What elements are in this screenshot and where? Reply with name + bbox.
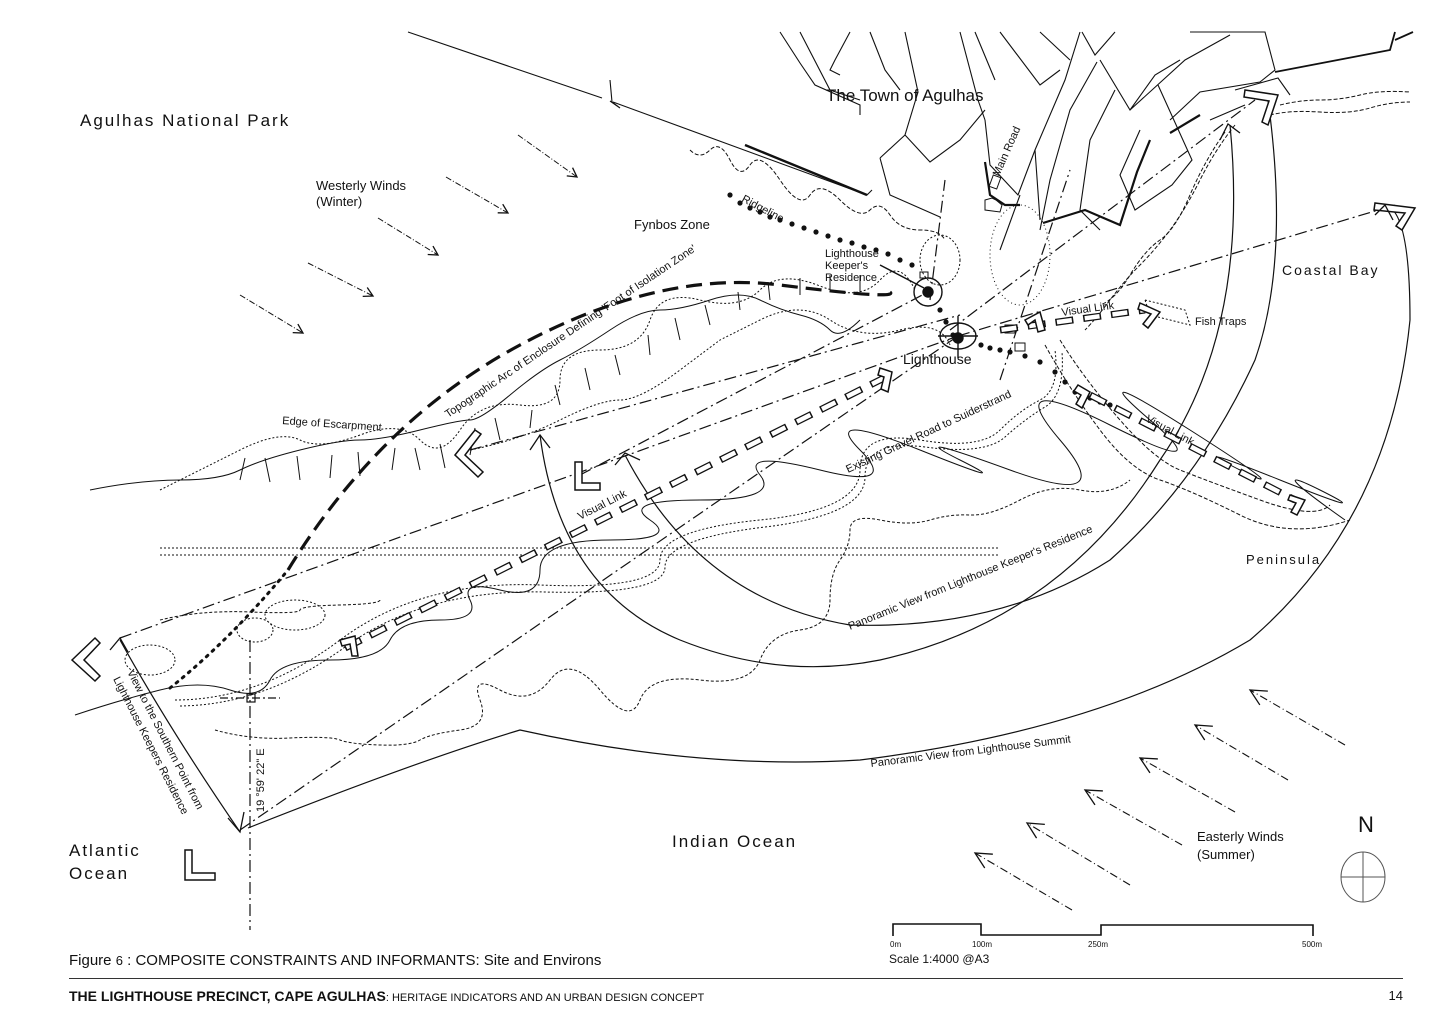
label-town: The Town of Agulhas	[826, 86, 984, 105]
footer-divider	[69, 978, 1403, 979]
label-westerly-winds: Westerly Winds	[316, 178, 407, 193]
visual-links	[343, 306, 1297, 652]
southern-view-line	[119, 639, 241, 833]
label-main-road: Main Road	[991, 125, 1024, 178]
chevron-visuallink-arrow-icon	[339, 635, 359, 657]
scale-tick-250: 250m	[1088, 940, 1108, 949]
label-fynbos: Fynbos Zone	[634, 217, 710, 232]
lower-contours	[159, 479, 1131, 746]
label-easterly-winds: Easterly Winds	[1197, 829, 1284, 844]
label-atlantic-1: Atlantic	[69, 841, 141, 860]
label-fish-traps: Fish Traps	[1195, 316, 1247, 328]
chevron-e-arrow-icon	[1373, 202, 1417, 232]
label-panoramic-keeper: Panoramic View from Lighthouse Keeper's …	[847, 523, 1095, 632]
escarpment-edge	[159, 270, 1063, 707]
figure-number: 6	[115, 953, 123, 968]
label-national-park: Agulhas National Park	[80, 111, 290, 130]
label-visual-link-peninsula: Visual Link	[1144, 413, 1197, 449]
label-panoramic-summit: Panoramic View from Lighthouse Summit	[870, 734, 1072, 770]
visual-links-inner	[343, 307, 1297, 651]
chevron-se-arrow-icon	[1072, 383, 1091, 410]
label-atlantic-2: Ocean	[69, 864, 129, 883]
label-keeper-2: Keeper's	[825, 260, 869, 272]
view-lines	[119, 99, 1396, 930]
chevron-arrows	[70, 89, 1417, 881]
escarpment-hatching	[239, 275, 861, 483]
scale-bar	[892, 923, 1314, 936]
westerly-wind-arrows	[239, 134, 579, 334]
easterly-wind-arrows	[973, 689, 1346, 911]
north-arrow-compass-icon: N	[1340, 812, 1386, 903]
figure-caption: Figure 6 : COMPOSITE CONSTRAINTS AND INF…	[69, 952, 601, 969]
label-coastal-bay: Coastal Bay	[1282, 262, 1379, 278]
scale-tick-500: 500m	[1302, 940, 1322, 949]
main-road	[983, 114, 1201, 227]
document-title-main: THE LIGHTHOUSE PRECINCT, CAPE AGULHAS	[69, 988, 386, 1004]
label-westerly-winter: (Winter)	[316, 194, 362, 209]
islands	[124, 204, 1191, 676]
label-southern-view-1: View to the Southern Point from	[124, 668, 205, 812]
chevron-sw-arrow-icon	[70, 636, 102, 683]
chevron-ne2-arrow-icon	[1243, 89, 1279, 127]
label-north: N	[1358, 812, 1374, 837]
topographic-arc	[168, 280, 893, 690]
label-indian-ocean: Indian Ocean	[672, 832, 797, 851]
chevron-lighthouse-arrow-icon	[1023, 310, 1046, 333]
label-topographic-arc: Topographic Arc of Enclosure Defining 'F…	[443, 243, 699, 421]
panoramic-arcs	[247, 99, 1411, 829]
document-subtitle: : HERITAGE INDICATORS AND AN URBAN DESIG…	[385, 992, 705, 1004]
page-number: 14	[1388, 988, 1403, 1003]
chevron-s-arrow-icon	[184, 849, 216, 881]
label-keeper-3: Residence	[825, 272, 877, 284]
buildings	[919, 174, 1026, 352]
scale-text: Scale 1:4000 @A3	[889, 952, 990, 966]
keeper-residence-marker	[879, 264, 943, 307]
figure-caption-text: : COMPOSITE CONSTRAINTS AND INFORMANTS: …	[122, 952, 602, 969]
chevron-fishtraps-arrow-icon	[1137, 301, 1162, 330]
southern-point-marker	[220, 693, 280, 703]
label-lighthouse: Lighthouse	[903, 351, 972, 367]
label-easterly-summer: (Summer)	[1197, 847, 1255, 862]
label-peninsula: Peninsula	[1246, 552, 1321, 567]
label-ridgeline: Ridgeline	[740, 193, 786, 225]
town-roads	[407, 31, 1414, 251]
figure-prefix: Figure	[69, 952, 112, 969]
chevron-w-arrow-icon	[453, 428, 485, 479]
chevron-ne-arrow-icon	[877, 367, 893, 394]
scale-tick-100: 100m	[972, 940, 992, 949]
document-title: THE LIGHTHOUSE PRECINCT, CAPE AGULHAS: H…	[69, 988, 704, 1004]
scale-tick-0: 0m	[890, 940, 901, 949]
label-meridian: 19 °59' 22" E	[255, 748, 267, 812]
label-keeper-1: Lighthouse	[825, 248, 879, 260]
label-edge-escarpment: Edge of Escarpment	[282, 415, 382, 434]
contours	[74, 294, 1346, 716]
chevron-peninsula-arrow-icon	[1287, 494, 1307, 516]
chevron-w2-arrow-icon	[574, 461, 601, 491]
